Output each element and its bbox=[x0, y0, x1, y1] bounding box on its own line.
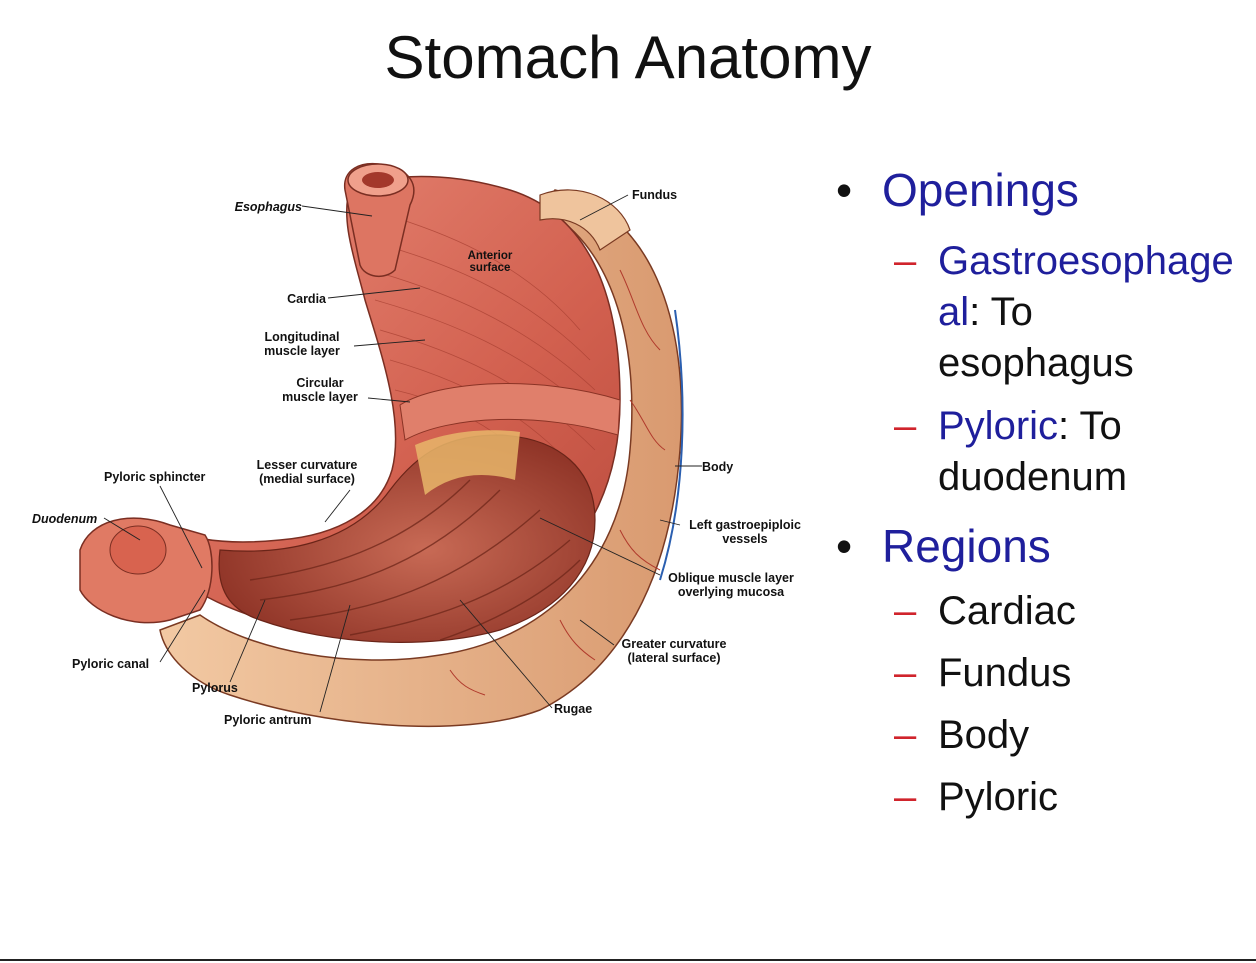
label-fundus: Fundus bbox=[632, 188, 678, 202]
label-body: Body bbox=[702, 460, 734, 474]
sub-bullet-pyloric: – Pyloric: To duodenum bbox=[894, 401, 1256, 511]
bullet-dot: • bbox=[836, 164, 853, 216]
label-pylorus: Pylorus bbox=[192, 681, 238, 695]
label-pyloric-canal: Pyloric canal bbox=[72, 657, 150, 671]
page-title: Stomach Anatomy bbox=[384, 24, 872, 91]
label-pyloric-antrum: Pyloric antrum bbox=[224, 713, 312, 727]
label-rugae: Rugae bbox=[554, 702, 593, 716]
bullet-dash: – bbox=[894, 404, 917, 448]
label-greater-curvature: Greater curvature(lateral surface) bbox=[621, 637, 727, 665]
bottom-divider bbox=[0, 959, 1256, 961]
bullet-dot: • bbox=[836, 520, 853, 572]
bullet-dash: – bbox=[894, 775, 917, 819]
label-esophagus: Esophagus bbox=[234, 200, 302, 214]
label-cardia: Cardia bbox=[287, 292, 326, 306]
label-lesser-curvature: Lesser curvature(medial surface) bbox=[256, 458, 358, 486]
bullet-dash: – bbox=[894, 239, 917, 283]
bullet-dash: – bbox=[894, 589, 917, 633]
greater-curvature-wall bbox=[159, 189, 683, 728]
sub-bullet-gastroesophageal: – Gastroesophage al: To esophagus bbox=[894, 236, 1256, 396]
bullet-dash: – bbox=[894, 713, 917, 757]
bullet-dash: – bbox=[894, 651, 917, 695]
label-pyloric-sphincter: Pyloric sphincter bbox=[104, 470, 206, 484]
stomach-illustration bbox=[79, 163, 702, 728]
label-duodenum: Duodenum bbox=[32, 512, 98, 526]
